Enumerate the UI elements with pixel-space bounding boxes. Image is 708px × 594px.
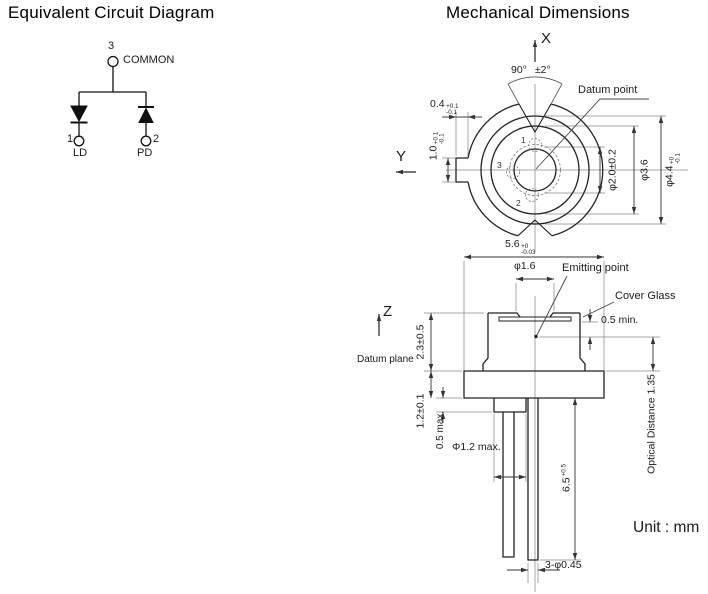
pin3-number: 3 (108, 40, 115, 52)
lead-length-value: 6.5 (560, 477, 573, 493)
circuit-title: Equivalent Circuit Diagram (8, 3, 215, 22)
optical-distance-dim: Optical Distance 1.35 (645, 374, 658, 474)
pedestal-height-dim: 0.5 max. (434, 410, 446, 450)
tolerance-minus: -0.1 (674, 153, 682, 164)
datum-point-label: Datum point (578, 84, 638, 96)
lead-diameter-dim: 3-φ0.45 (545, 559, 582, 571)
x-axis-label: X (541, 30, 552, 47)
tab-width-tolerance: +0.1-0.1 (446, 103, 459, 117)
pd-label: PD (137, 147, 153, 159)
top-view-lines (455, 103, 604, 237)
tab-height-tolerance: +0.1-0.1 (432, 132, 446, 145)
common-label: COMMON (123, 54, 175, 66)
outer-diameter-value: φ4.4 (663, 165, 676, 187)
topview-pin1-number: 1 (521, 135, 526, 145)
datum-plane-label: Datum plane (357, 354, 414, 365)
cap-height-dim: 2.3±0.5 (414, 324, 427, 360)
mech-title: Mechanical Dimensions (446, 3, 630, 22)
angle-value: 90° (511, 64, 527, 76)
tolerance-minus: -0.03 (521, 249, 536, 257)
tab-width-value: 0.4 (430, 98, 445, 110)
outer-diameter-tolerance: +0-0.1 (668, 153, 682, 164)
tab-width-dim: 0.4+0.1-0.1 (430, 98, 459, 117)
tab-height-dim: 1.0+0.1-0.1 (427, 132, 446, 161)
leader-lines (535, 98, 649, 336)
lead-length-tolerance: +0.5 (560, 463, 568, 477)
flange-diameter-tolerance: +0-0.03 (521, 243, 536, 257)
topview-pin3-number: 3 (497, 160, 502, 170)
flange-diameter-dim: 5.6+0-0.03 (505, 238, 536, 257)
flange-thickness-dim: 1.2±0.1 (414, 393, 427, 429)
extension-lines (424, 84, 688, 592)
z-axis-label: Z (383, 303, 393, 320)
tolerance-plus: +0.1 (446, 103, 459, 110)
inner-diameter-dim: φ2.0±0.2 (606, 149, 619, 191)
outer-diameter-dim: φ4.4+0-0.1 (663, 153, 682, 187)
dimension-lines (428, 114, 664, 573)
unit-label: Unit : mm (633, 519, 700, 536)
cover-glass-label: Cover Glass (615, 290, 676, 302)
pedestal-diameter-dim: Φ1.2 max. (452, 441, 501, 453)
axis-arrows (376, 40, 538, 336)
side-view-lines (463, 312, 605, 561)
ld-label: LD (73, 147, 88, 159)
emitting-point-label: Emitting point (562, 262, 629, 274)
tab-height-value: 1.0 (427, 145, 440, 161)
window-diameter-dim: φ1.6 (514, 260, 536, 272)
lead-length-dim: 6.5+0.5 (560, 463, 573, 493)
emitting-point-dot (534, 334, 538, 339)
y-axis-label: Y (396, 148, 407, 165)
pin1-number: 1 (67, 133, 74, 145)
tolerance-minus: -0.1 (438, 133, 446, 145)
mid-diameter-dim: φ3.6 (638, 159, 651, 181)
angle-tolerance: ±2° (534, 64, 551, 76)
flange-diameter-value: 5.6 (505, 238, 520, 250)
tolerance-minus: -0.1 (446, 109, 457, 117)
tolerance-plus: +0 (521, 243, 529, 250)
pin2-number: 2 (153, 133, 160, 145)
topview-pin2-number: 2 (516, 198, 521, 208)
glass-gap-dim: 0.5 min. (601, 314, 639, 326)
angle-wedge-lines (507, 76, 563, 105)
notch-angle-label: 90° ±2° (511, 64, 551, 76)
circuit-lines (70, 55, 154, 147)
